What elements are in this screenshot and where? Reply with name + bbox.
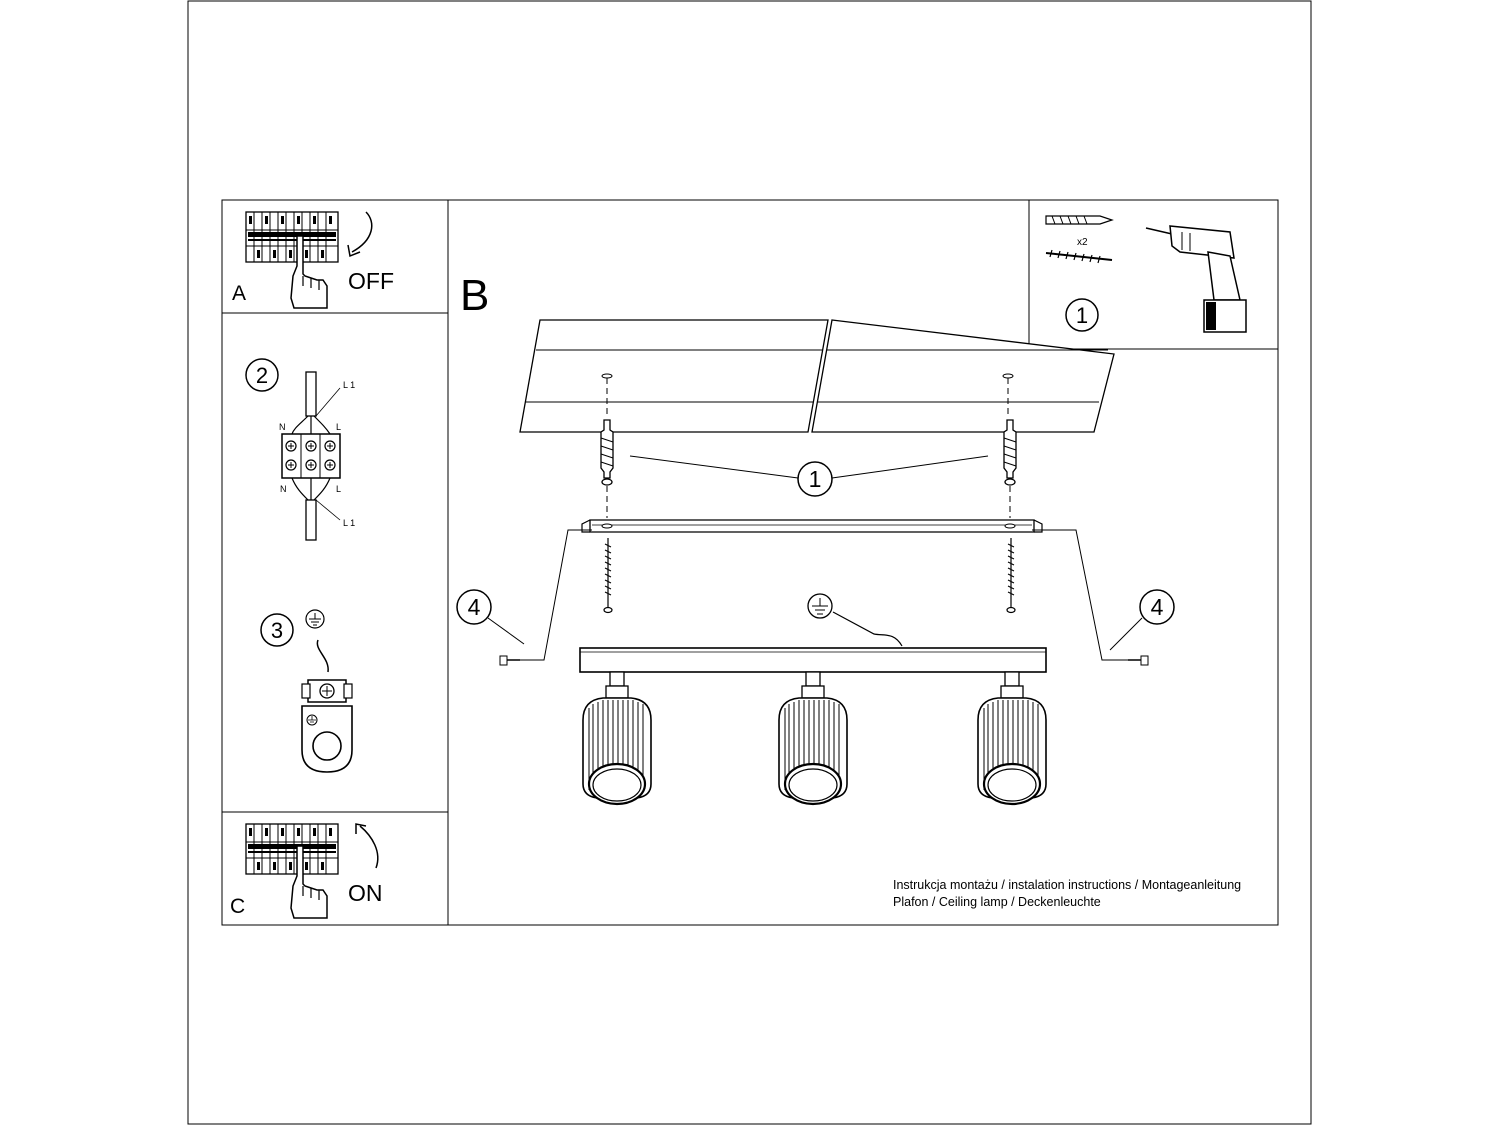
- panel-c-action: ON: [348, 880, 383, 906]
- panel-c: C ON: [221, 811, 449, 926]
- callout-4-left-number: 4: [468, 594, 481, 620]
- screw-icon: [499, 655, 520, 666]
- instruction-frame: [221, 199, 1279, 926]
- panel-a: A OFF: [221, 199, 449, 314]
- curved-arrow-icon: [351, 211, 373, 253]
- ground-symbol-icon: [807, 593, 833, 619]
- callout-4-right: 4: [1109, 589, 1175, 651]
- callout-4-right-number: 4: [1151, 594, 1164, 620]
- mounting-bracket: [581, 519, 1043, 533]
- wiring-diagram: 2 L 1 N L N L L 1: [245, 358, 355, 541]
- tools-box: x2 1: [1028, 199, 1279, 350]
- ground-wire: [832, 611, 903, 647]
- breaker-panel-icon: [245, 823, 339, 875]
- wiring-step-number: 2: [256, 363, 268, 388]
- guide-line-left: [500, 529, 592, 661]
- wiring-label-l1-top: L 1: [343, 380, 355, 390]
- arrow-head-icon: [347, 244, 361, 258]
- guide-line-right: [1032, 529, 1148, 661]
- screw-icon: [1128, 655, 1149, 666]
- ceiling-panels: [519, 319, 1115, 433]
- ground-step-number: 3: [271, 618, 283, 643]
- curved-arrow-icon: [359, 825, 379, 869]
- callout-1-number: 1: [809, 466, 822, 492]
- screw-icon: [603, 537, 613, 614]
- screw-icon: [1006, 537, 1016, 614]
- panel-b-letter: B: [460, 271, 489, 320]
- wiring-label-l1-bottom: L 1: [343, 518, 355, 528]
- wall-plug-icon: [1045, 215, 1114, 225]
- panel-a-letter: A: [232, 282, 246, 305]
- arrow-head-icon: [355, 823, 367, 834]
- wiring-label-l-bottom: L: [336, 484, 341, 494]
- panel-a-action: OFF: [348, 268, 394, 294]
- breaker-panel-icon: [245, 211, 339, 263]
- screw-icon: [1045, 249, 1113, 264]
- ceiling-lamp-icon: [976, 670, 1048, 806]
- callout-4-left: 4: [456, 589, 525, 645]
- wiring-label-l-top: L: [336, 422, 341, 432]
- drill-icon: [1145, 225, 1247, 333]
- ground-symbol-icon: [305, 609, 325, 629]
- ground-diagram: 3: [260, 609, 353, 773]
- ground-terminal-icon: [301, 679, 353, 773]
- caption-line-1: Instrukcja montażu / instalation instruc…: [893, 878, 1241, 892]
- page-border: [187, 0, 1312, 1125]
- ceiling-lamp-icon: [777, 670, 849, 806]
- tools-step-number: 1: [1076, 303, 1088, 328]
- wiring-label-n-top: N: [279, 422, 286, 432]
- tools-quantity: x2: [1077, 237, 1088, 248]
- callout-1: 1: [629, 455, 989, 497]
- terminal-block-icon: [281, 433, 341, 479]
- panel-c-letter: C: [230, 895, 245, 918]
- ceiling-lamp-icon: [581, 670, 653, 806]
- caption-line-2: Plafon / Ceiling lamp / Deckenleuchte: [893, 895, 1101, 909]
- wiring-label-n-bottom: N: [280, 484, 287, 494]
